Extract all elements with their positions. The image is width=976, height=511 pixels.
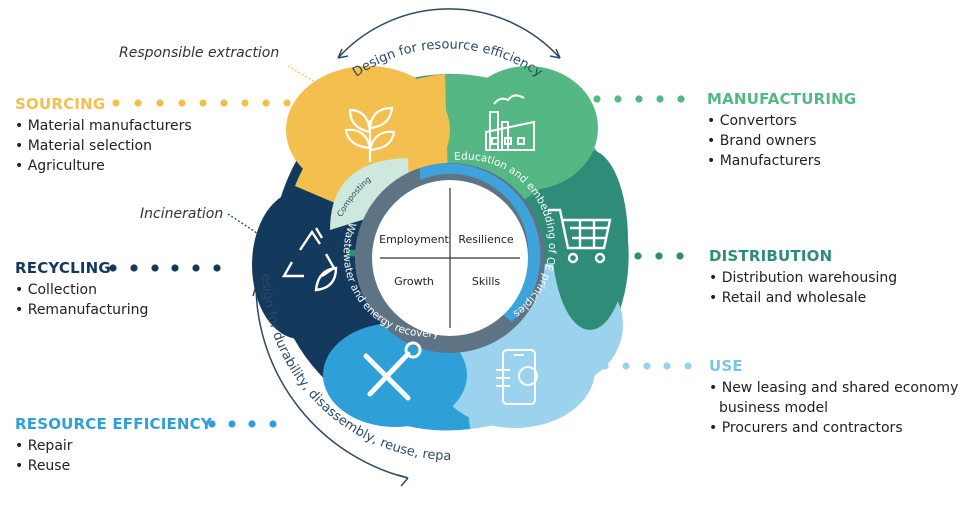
stage-items-recycling: Collection Remanufacturing <box>15 280 149 320</box>
stage-title-use: USE <box>709 357 743 375</box>
stage-title-manufacturing: MANUFACTURING <box>707 90 857 108</box>
quadrant-growth: Growth <box>394 275 434 288</box>
quadrant-employment: Employment <box>379 233 449 246</box>
stage-manufacturing: MANUFACTURING Convertors Brand owners Ma… <box>707 90 856 171</box>
list-item: New leasing and shared economy <box>709 378 959 398</box>
stage-title-resource-efficiency: RESOURCE EFFICIENCY <box>15 415 212 433</box>
shopping-cart-icon <box>548 208 612 264</box>
stage-title-recycling: RECYCLING <box>15 259 111 277</box>
stage-resource-efficiency: RESOURCE EFFICIENCY Repair Reuse <box>15 415 212 476</box>
stage-items-use: New leasing and shared economy business … <box>709 378 958 438</box>
stage-items-manufacturing: Convertors Brand owners Manufacturers <box>707 111 856 171</box>
stage-title-distribution: DISTRIBUTION <box>709 247 833 265</box>
quadrant-skills: Skills <box>472 275 501 288</box>
list-item: Distribution warehousing <box>709 268 897 288</box>
list-item: Remanufacturing <box>15 300 149 320</box>
list-item-continuation: business model <box>719 400 829 416</box>
list-item: Agriculture <box>15 156 192 176</box>
quadrant-resilience: Resilience <box>458 233 514 246</box>
stage-recycling: RECYCLING Collection Remanufacturing <box>15 259 148 320</box>
dotted-leader-lines <box>109 65 692 428</box>
list-item: Collection <box>15 280 148 300</box>
list-item: Material selection <box>15 136 192 156</box>
sprout-icon <box>344 106 396 162</box>
list-item: Manufacturers <box>707 151 856 171</box>
design-arcs <box>252 8 561 487</box>
list-item: Retail and wholesale <box>709 288 897 308</box>
list-item: Brand owners <box>707 131 856 151</box>
note-incineration: Incineration <box>140 206 224 222</box>
stage-items-sourcing: Material manufacturers Material selectio… <box>15 116 192 176</box>
list-item: business model <box>709 398 958 418</box>
stage-items-resource-efficiency: Repair Reuse <box>15 436 212 476</box>
stage-sourcing: SOURCING Material manufacturers Material… <box>15 95 192 176</box>
list-item: Material manufacturers <box>15 116 192 136</box>
stage-distribution: DISTRIBUTION Distribution warehousing Re… <box>709 247 897 308</box>
list-item: Repair <box>15 436 212 456</box>
list-item: Reuse <box>15 456 212 476</box>
stage-title-sourcing: SOURCING <box>15 95 106 113</box>
lifecycle-wheel <box>252 66 629 431</box>
factory-icon <box>485 94 535 151</box>
smartphone-payment-icon <box>496 349 538 405</box>
stage-items-distribution: Distribution warehousing Retail and whol… <box>709 268 897 308</box>
list-item: Procurers and contractors <box>709 418 958 438</box>
stage-use: USE New leasing and shared economy busin… <box>709 357 958 438</box>
list-item: Convertors <box>707 111 856 131</box>
recycle-leaf-icon <box>281 227 338 292</box>
note-responsible-extraction: Responsible extraction <box>119 45 280 61</box>
wrench-screwdriver-icon <box>363 341 422 401</box>
